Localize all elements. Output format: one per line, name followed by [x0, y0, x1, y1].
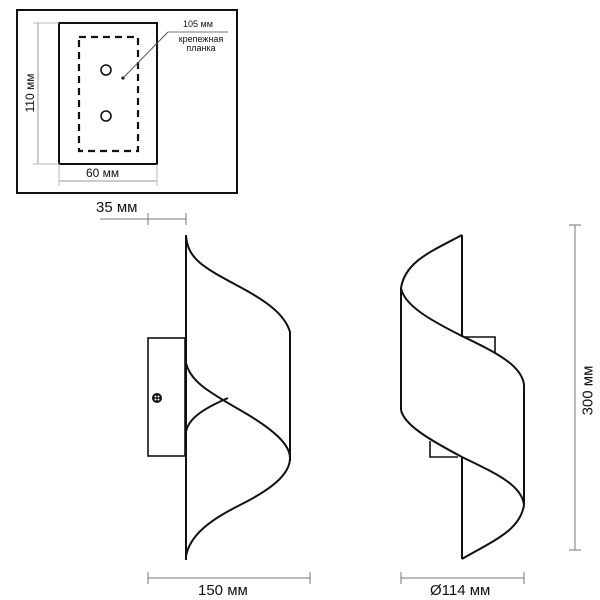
- front-height-label: 300 мм: [579, 365, 597, 416]
- upper-curve: [185, 235, 291, 461]
- diameter-label: Ø114 мм: [430, 582, 491, 599]
- bar-caption-line2: планка: [186, 43, 216, 53]
- inset-frame: [16, 9, 238, 194]
- front-top-curve: [400, 234, 463, 289]
- front-view: [400, 224, 581, 584]
- screw-dot: [157, 395, 160, 398]
- middle-curve: [185, 362, 292, 557]
- inner-curve: [185, 397, 229, 433]
- front-band-upper-edge: [400, 287, 525, 386]
- side-view: [100, 213, 311, 584]
- mounting-hole-top: [100, 64, 112, 76]
- front-bracket-upper: [465, 336, 496, 353]
- screw-head-icon: [152, 393, 162, 403]
- bar-caption-line1: крепежная: [178, 34, 224, 44]
- mounting-plate-outline: [58, 22, 158, 165]
- bar-caption: крепежная планка: [170, 35, 232, 53]
- screw-dot: [154, 398, 157, 401]
- depth-label: 35 мм: [96, 199, 138, 216]
- screw-dot: [154, 395, 157, 398]
- mounting-hole-bottom: [100, 110, 112, 122]
- front-bracket-lower: [429, 441, 458, 458]
- mounting-plate-inset: [16, 9, 238, 194]
- leader-line: [122, 31, 169, 79]
- side-width-label: 150 мм: [198, 582, 248, 599]
- plate-width-label: 60 мм: [86, 166, 120, 180]
- front-bottom-curve: [461, 504, 525, 560]
- plate-height-label: 110 мм: [23, 73, 37, 113]
- screw-dot: [157, 398, 160, 401]
- bar-length-label: 105 мм: [183, 19, 213, 29]
- mounting-bar-dashed: [77, 35, 140, 153]
